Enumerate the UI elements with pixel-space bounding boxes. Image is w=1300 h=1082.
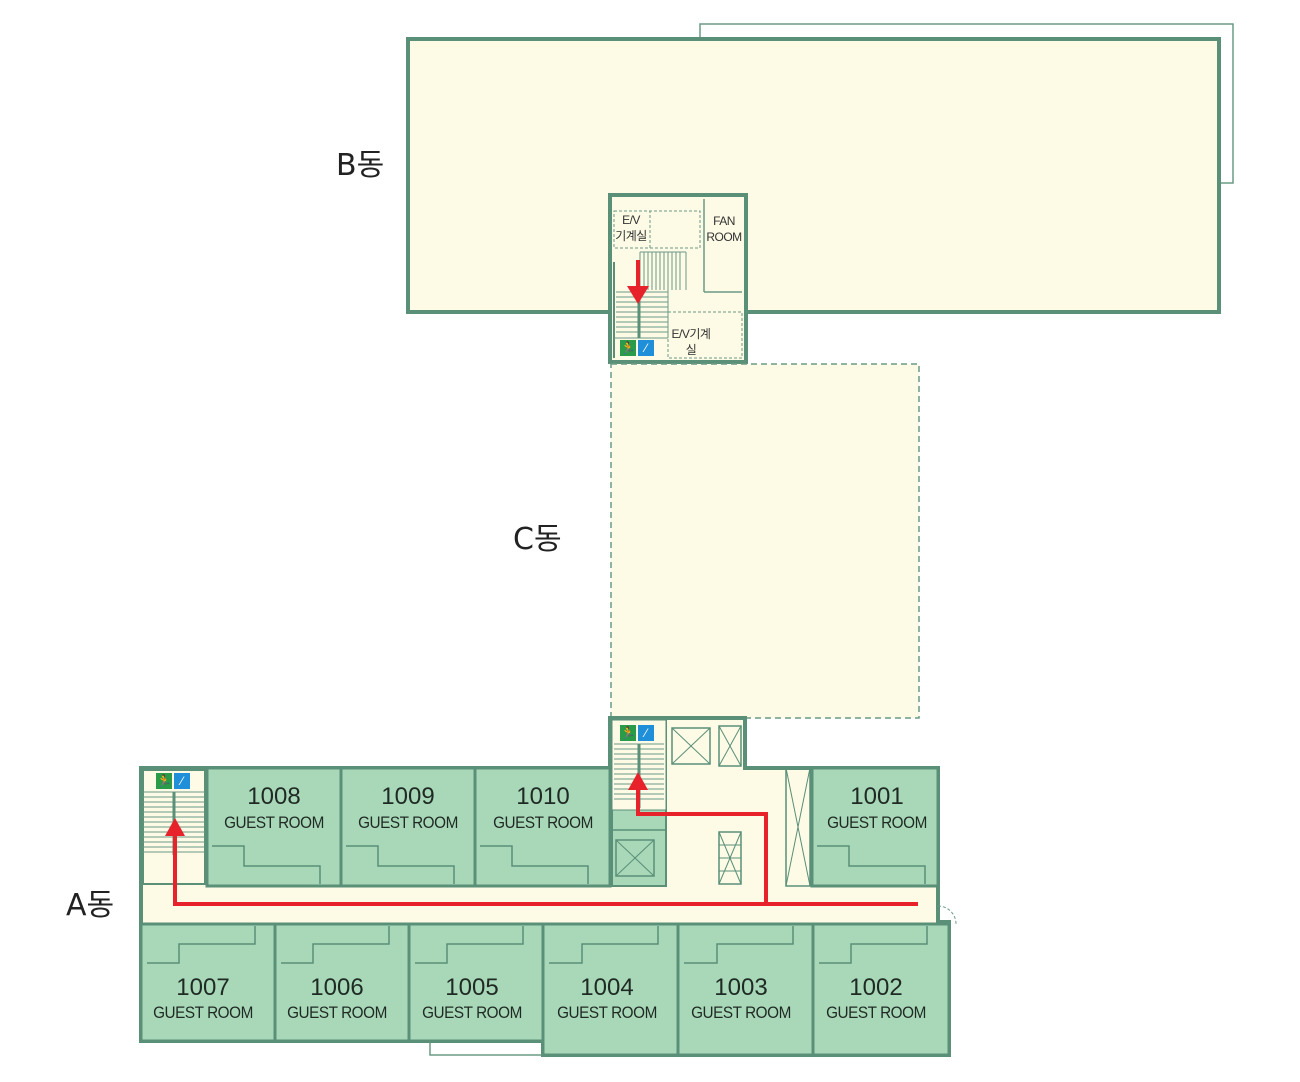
room-number: 1010 [516,783,570,810]
c-wing [610,363,920,719]
fire-extinguisher-icon: ⁄ [638,340,654,356]
room-type: GUEST ROOM [224,813,324,832]
room-type: GUEST ROOM [493,813,593,832]
room-number: 1005 [445,974,499,1001]
room-type: GUEST ROOM [422,1003,522,1022]
emergency-exit-icon: 🏃 [620,725,636,741]
emergency-exit-icon: 🏃 [620,340,636,356]
room-number: 1009 [381,783,435,810]
room-number: 1008 [247,783,301,810]
room-number: 1006 [310,974,364,1001]
fire-extinguisher-icon: ⁄ [174,773,190,789]
room-type: GUEST ROOM [153,1003,253,1022]
route-line-center [636,785,768,904]
room-1002 [811,922,951,1057]
room-1003 [676,922,815,1057]
top-room-bath-lines [212,845,926,884]
fan-room-label: FAN ROOM [706,214,742,244]
arrow-up-center-stair [628,772,648,790]
room-number: 1002 [849,974,903,1001]
b-core-stairs [616,251,687,338]
room-type: GUEST ROOM [826,1003,926,1022]
room-number: 1001 [850,783,904,810]
arrow-down-b-stair [627,286,649,304]
wing-label-b: B동 [336,148,385,183]
room-type: GUEST ROOM [358,813,458,832]
ev-machine-room-bottom-label: E/V기계실 [671,327,711,357]
emergency-exit-icon: 🏃 [156,773,172,789]
room-type: GUEST ROOM [691,1003,791,1022]
room-number: 1003 [714,974,768,1001]
b-wing [406,23,1234,314]
route-line-main [173,830,918,906]
room-number: 1004 [580,974,634,1001]
room-type: GUEST ROOM [827,813,927,832]
room-type: GUEST ROOM [557,1003,657,1022]
fire-extinguisher-icon: ⁄ [638,725,654,741]
wing-label-c: C동 [513,522,562,557]
bottom-room-bath-lines [147,926,928,964]
arrow-up-left-stair [165,818,185,836]
room-number: 1007 [176,974,230,1001]
ev-machine-room-top-label: E/V 기계실 [615,213,647,243]
b-core [608,193,748,364]
evacuation-route [173,260,918,906]
route-arrowheads [165,286,649,836]
room-type: GUEST ROOM [287,1003,387,1022]
wing-label-a: A동 [66,888,115,923]
